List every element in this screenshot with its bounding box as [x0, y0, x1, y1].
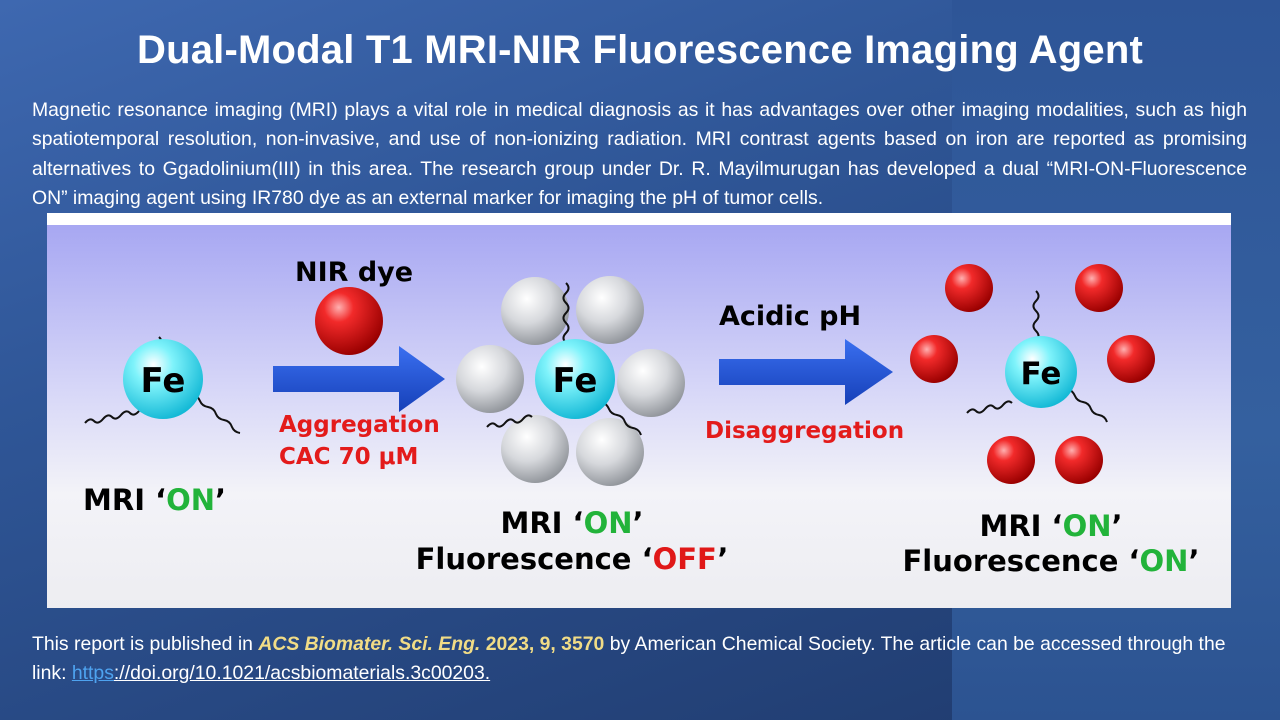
released-dye: [1055, 436, 1103, 484]
mechanism-diagram: Fe MRI ‘ON’ NIR dye Aggregation CAC 70 μ…: [47, 225, 1231, 608]
nir-dye-molecule: [315, 287, 383, 355]
page-title: Dual-Modal T1 MRI-NIR Fluorescence Imagi…: [137, 28, 1143, 72]
ligand-chain-right: [191, 392, 241, 434]
fluorescence-on-label: Fluorescence ‘ON’: [903, 544, 1200, 578]
aggregation-arrow: [273, 346, 445, 412]
doi-link[interactable]: ://doi.org/10.1021/acsbiomaterials.3c002…: [113, 662, 491, 684]
fe-complex-free: Fe: [84, 336, 241, 434]
aggregation-label: Aggregation: [279, 412, 440, 438]
fe-center: [535, 339, 615, 419]
disaggregation-label: Disaggregation: [705, 418, 904, 444]
released-dye: [945, 264, 993, 312]
released-dye: [1075, 264, 1123, 312]
figure-panel: Fe MRI ‘ON’ NIR dye Aggregation CAC 70 μ…: [47, 213, 1231, 608]
fe-label: Fe: [141, 361, 186, 401]
dye-sphere: [456, 345, 524, 413]
mri-on-label-2: MRI ‘ON’: [500, 506, 643, 540]
disaggregation-arrow: [719, 339, 893, 405]
intro-paragraph: Magnetic resonance imaging (MRI) plays a…: [32, 99, 1247, 209]
acidic-ph-label: Acidic pH: [719, 301, 861, 332]
mri-on-label-3: MRI ‘ON’: [979, 509, 1122, 543]
fe-label: Fe: [553, 361, 598, 401]
ligand-chain-left: [486, 414, 533, 428]
mri-on-label-1: MRI ‘ON’: [83, 483, 226, 517]
released-dye: [987, 436, 1035, 484]
nir-dye-label: NIR dye: [295, 257, 413, 288]
released-dye: [1107, 335, 1155, 383]
fe-complex-released: Fe: [910, 264, 1155, 484]
dye-sphere: [617, 349, 685, 417]
footer-prefix: This report is published in: [32, 633, 259, 655]
ligand-chain-right: [600, 400, 642, 436]
dye-sphere: [576, 418, 644, 486]
ligand-chain-right: [1066, 387, 1108, 423]
dye-sphere: [501, 277, 569, 345]
doi-link-scheme[interactable]: https: [71, 662, 114, 684]
journal-citation: ACS Biomater. Sci. Eng.: [258, 633, 481, 655]
fe-label: Fe: [1021, 356, 1062, 392]
footer-middle: by American Chemical Society. The articl…: [32, 633, 1226, 684]
ligand-chain-left: [84, 410, 140, 424]
citation-numbers: 2023, 9, 3570: [480, 633, 605, 655]
cac-label: CAC 70 μM: [279, 444, 418, 470]
footer-paragraph: This report is published in ACS Biomater…: [32, 630, 1247, 688]
figure-background: [47, 225, 1231, 608]
dye-sphere: [501, 415, 569, 483]
fluorescence-off-label: Fluorescence ‘OFF’: [416, 542, 729, 576]
ligand-chain-left: [966, 400, 1013, 414]
fe-center: [123, 339, 203, 419]
released-dye: [910, 335, 958, 383]
fe-center: [1005, 336, 1077, 408]
dye-sphere: [576, 276, 644, 344]
fe-aggregate: Fe: [456, 276, 685, 486]
